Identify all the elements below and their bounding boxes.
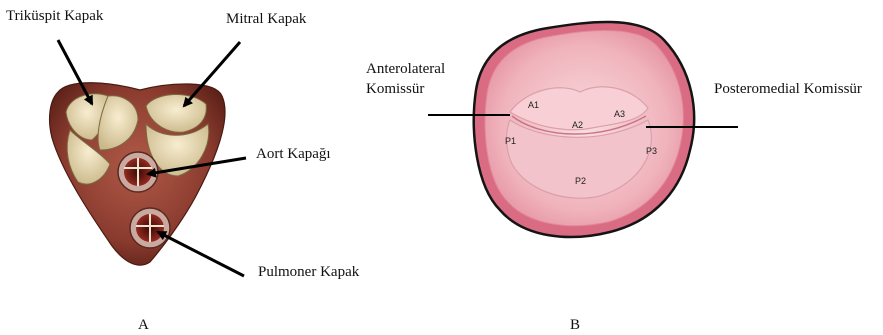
label-anterolateral-1: Anterolateral — [366, 61, 445, 77]
panel-a-label: A — [138, 317, 149, 333]
label-aortic: Aort Kapağı — [256, 146, 331, 162]
panel-b-label: B — [570, 317, 580, 333]
segment-a2: A2 — [572, 120, 583, 130]
label-posteromedial: Posteromedial Komissür — [714, 81, 862, 97]
segment-p3: P3 — [646, 146, 657, 156]
label-mitral: Mitral Kapak — [226, 11, 307, 27]
segment-a3: A3 — [614, 109, 625, 119]
label-pulmonary: Pulmoner Kapak — [258, 264, 360, 280]
pulmonary-valve — [130, 208, 170, 248]
panel-b: A1 A2 A3 P1 P2 P3 Anterolateral Komissür… — [366, 22, 862, 333]
label-anterolateral-2: Komissür — [366, 81, 424, 97]
segment-a1: A1 — [528, 100, 539, 110]
segment-p2: P2 — [575, 176, 586, 186]
segment-p1: P1 — [505, 136, 516, 146]
arrow-pulmonary — [158, 232, 244, 276]
panel-a: Triküspit Kapak Mitral Kapak Aort Kapağı… — [6, 8, 360, 333]
label-tricuspid: Triküspit Kapak — [6, 8, 104, 24]
